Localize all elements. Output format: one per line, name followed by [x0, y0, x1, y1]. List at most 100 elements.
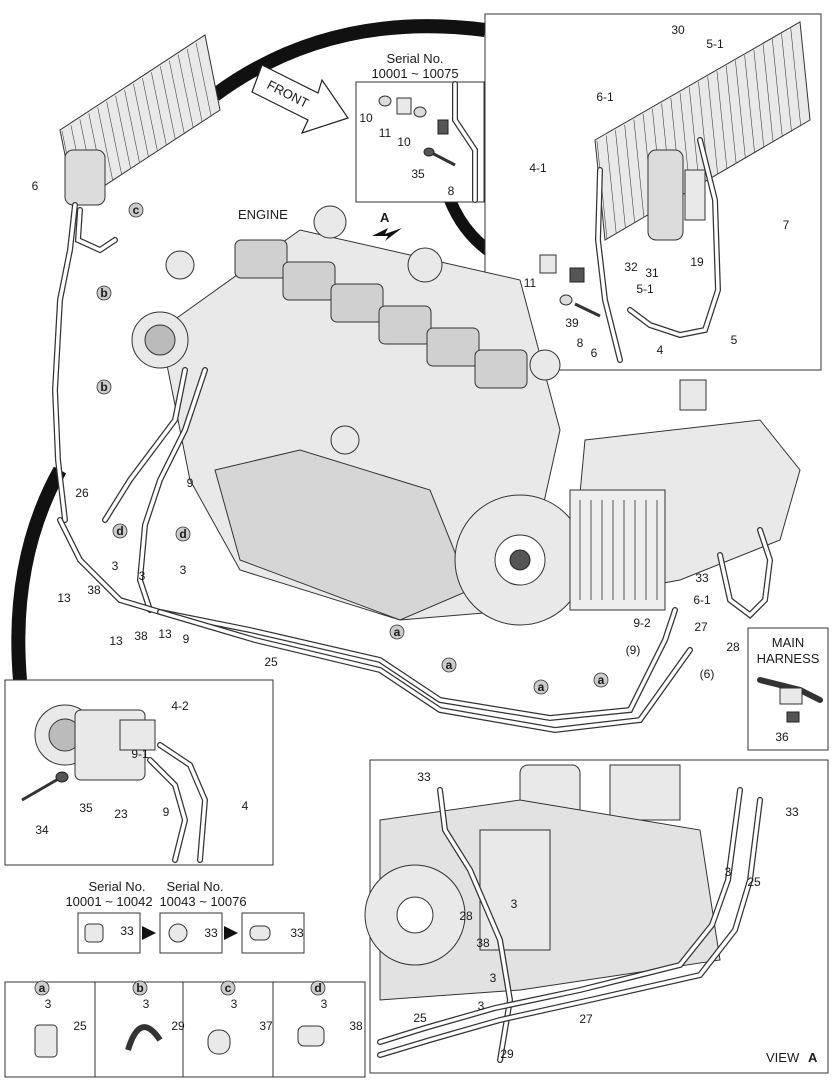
callout-view_a-11: 29	[500, 1047, 514, 1061]
callout-letter: a	[598, 673, 605, 687]
callout-number: 27	[694, 620, 708, 634]
callout-top_right-9: 5-1	[636, 282, 654, 296]
callout-number: 27	[579, 1012, 593, 1026]
clip-type-letter: b	[136, 981, 143, 995]
callout-left_condenser-2: b	[96, 285, 112, 301]
view-a-title-letter: A	[808, 1050, 818, 1065]
callout-view_a-0: 33	[417, 770, 431, 784]
callout-letter: c	[133, 203, 140, 217]
callout-number: (6)	[700, 667, 715, 681]
callout-number: 25	[747, 875, 761, 889]
callout-number: 9	[187, 476, 194, 490]
callout-top_right-12: 6	[591, 346, 598, 360]
callout-number: 30	[671, 23, 685, 37]
callout-number: 3	[490, 971, 497, 985]
callout-number: 36	[775, 730, 789, 744]
clip-part-screw: 3	[321, 997, 328, 1011]
callout-number: 34	[35, 823, 49, 837]
callout-number: 7	[783, 218, 790, 232]
callout-number: 25	[413, 1011, 427, 1025]
callout-left_condenser-14: 9	[183, 632, 190, 646]
callout-circle	[389, 624, 405, 640]
serial-top-title: Serial No.	[386, 51, 443, 66]
callout-top_right-6: 32	[624, 260, 638, 274]
callout-main_lower-11: 28	[726, 640, 740, 654]
callout-number: 6	[591, 346, 598, 360]
callout-number: 3	[478, 999, 485, 1013]
view-a-marker: A	[380, 210, 390, 225]
callout-main_lower-8: (9)	[626, 643, 641, 657]
callout-main_lower-9: (6)	[700, 667, 715, 681]
receiver-drier-left	[64, 149, 106, 206]
main-hoses	[57, 367, 774, 734]
callout-number: 23	[114, 807, 128, 821]
callout-number: 6-1	[693, 593, 711, 607]
callout-number: 9	[163, 805, 170, 819]
serial-detail-box	[355, 81, 485, 203]
main-harness-title-1: MAIN	[772, 635, 805, 650]
callout-top_right-14: 5	[731, 333, 738, 347]
callout-number: 25	[264, 655, 278, 669]
callout-left_condenser-11: 38	[134, 629, 148, 643]
callout-letter: d	[179, 527, 186, 541]
callout-number: 31	[645, 266, 659, 280]
callout-view_a-2: 3	[725, 865, 732, 879]
clip-type-circle	[310, 980, 326, 996]
engine-block	[131, 205, 586, 626]
callout-top_right-10: 39	[565, 316, 579, 330]
callout-compressor-3: 35	[79, 801, 93, 815]
callout-compressor-5: 9	[163, 805, 170, 819]
callout-serial_box-2: 10	[397, 135, 411, 149]
callout-serial_box-4: 8	[448, 184, 455, 198]
clip-type-letter: c	[225, 981, 232, 995]
callout-number: 33	[695, 571, 709, 585]
callout-left_condenser-16: 9	[187, 476, 194, 490]
engine-label: ENGINE	[238, 207, 288, 222]
callout-circle	[96, 285, 112, 301]
callout-circle	[533, 679, 549, 695]
callout-number: 38	[87, 583, 101, 597]
callout-left_condenser-5: d	[112, 523, 128, 539]
callout-left_condenser-3: b	[96, 379, 112, 395]
callout-number: 11	[524, 276, 537, 290]
callout-number: 28	[726, 640, 740, 654]
serial-top-range: 10001 ~ 10075	[371, 66, 458, 81]
callout-left_condenser-1: c	[128, 202, 144, 218]
callout-number: 4	[657, 343, 664, 357]
callout-left_condenser-8: 38	[87, 583, 101, 597]
callout-top_right-1: 5-1	[706, 37, 724, 51]
callout-left_condenser-9: 3	[139, 569, 146, 583]
callout-main_lower-5: 33	[695, 571, 709, 585]
clip-type-circle	[34, 980, 50, 996]
callout-number: 10	[397, 135, 411, 149]
clip-type-letter: d	[314, 981, 321, 995]
callout-number: 5	[731, 333, 738, 347]
callout-left_condenser-4: 26	[75, 486, 89, 500]
callout-number: 35	[79, 801, 93, 815]
callout-circle	[96, 379, 112, 395]
callout-serial_box-3: 35	[411, 167, 425, 181]
callout-top_right-8: 19	[690, 255, 704, 269]
callout-top_right-11: 8	[577, 336, 584, 350]
callout-left_condenser-7: 13	[57, 591, 71, 605]
callout-serial_box-1: 11	[379, 126, 392, 140]
clip-legend-icons	[34, 1024, 325, 1058]
callout-main_lower-4: a	[593, 672, 609, 688]
callout-view_a-8: 3	[478, 999, 485, 1013]
clamp-icons	[84, 923, 271, 943]
callout-letter: b	[100, 380, 107, 394]
callout-number: 3	[139, 569, 146, 583]
boundary-arc-left	[11, 466, 67, 681]
clip-part-screw: 3	[45, 997, 52, 1011]
callout-number: 38	[134, 629, 148, 643]
callout-main_lower-6: 6-1	[693, 593, 711, 607]
view-a-arrow	[372, 228, 402, 241]
callout-view_a-5: 3	[511, 897, 518, 911]
callout-number: 13	[158, 627, 172, 641]
serial-detail-parts	[378, 81, 478, 203]
callout-number: 3	[180, 563, 187, 577]
callout-top_right-0: 30	[671, 23, 685, 37]
callout-harness-0: 36	[775, 730, 789, 744]
